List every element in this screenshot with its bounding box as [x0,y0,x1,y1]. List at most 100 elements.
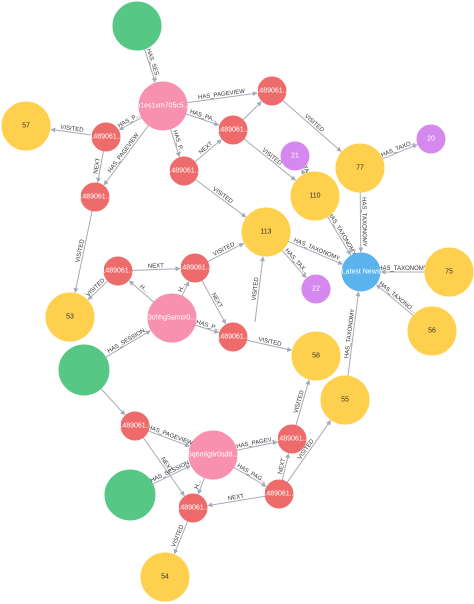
edge-u2-pv6[interactable]: H... [128,280,155,303]
edge-line [207,242,245,263]
node-session-s1[interactable] [112,1,162,51]
edge-p75-news[interactable]: HAS_TAXONOMY [378,266,428,275]
edge-p110-news[interactable]: HAS_TAXONOMY [326,211,357,257]
node-taxonomy-t22[interactable]: 22 [301,274,331,304]
node-pageview-pv1[interactable]: 1489061... [255,76,289,106]
node-user-u3[interactable]: 5q6mlg9r0sd8... [188,430,238,480]
edge-pv12-pv10[interactable]: NEXT [278,453,290,481]
edge-line [73,210,93,294]
edge-pv5-pv2[interactable]: NEXT [194,139,222,163]
edge-line [194,178,247,218]
node-circle [138,81,188,131]
node-pageview-pv3[interactable]: 1489061... [89,122,123,152]
edge-line [242,101,262,121]
edge-u3-pv10[interactable]: HAS_PAGEV... [236,436,278,451]
edge-s2-u2[interactable]: HAS_SESSION [105,328,151,358]
node-label: 3chhg5amcr0... [148,315,196,322]
node-pageview-pv9[interactable]: 1489061... [118,411,152,441]
node-page-p75[interactable]: 75 [424,247,474,297]
edge-pv13-p113[interactable]: VISITED [252,256,265,323]
edge-label: HAS_PAGEV... [236,436,277,450]
node-pageview-pv10[interactable]: 1489061... [275,424,309,454]
edge-pv6-pv7[interactable]: NEXT [131,263,181,272]
node-pageview-pv7[interactable]: 1489061... [178,253,212,283]
node-pageview-pv6[interactable]: 1489061... [101,256,135,286]
edge-s2-pv9[interactable] [100,388,126,416]
edge-p77-t20[interactable]: HAS_TAXO... [380,139,418,160]
node-section-news[interactable]: Latest News [341,252,381,292]
edge-s1-u1[interactable]: HAS_SES... [143,48,161,83]
edge-pv9-u3[interactable]: HAS_PAGEVIEW [147,425,194,448]
edge-pv10-p58[interactable]: VISITED [293,379,311,426]
node-page-p53[interactable]: 53 [45,292,95,342]
edge-line [295,379,311,426]
edge-u2-pv7[interactable]: H... [178,281,190,297]
edge-label: VISITED [75,238,86,263]
edge-pv3-p57[interactable]: VISITED [50,125,93,136]
edge-line [382,144,418,160]
node-user-u2[interactable]: 3chhg5amcr0... [147,293,197,343]
node-page-p77[interactable]: 77 [335,143,385,193]
node-user-u1[interactable]: n1es1vm705c5... [136,81,190,131]
edge-line [128,280,155,303]
edge-pv2-pv1[interactable] [242,101,262,121]
node-label: 57 [22,123,30,130]
node-circle [241,207,291,257]
edge-pv12-pv11[interactable]: NEXT [207,494,266,508]
edge-u1-pv5[interactable]: HAS_P... [169,128,184,158]
node-taxonomy-t21[interactable]: 21 [280,141,310,171]
node-page-p55[interactable]: 55 [320,375,370,425]
edge-pv11-p54[interactable]: VISITED [171,520,189,555]
node-page-p58[interactable]: 58 [291,331,341,381]
edge-p55-news[interactable]: HAS_TAXONOMY [344,291,361,377]
node-label: 1489061... [216,127,249,134]
node-page-p113[interactable]: 113 [241,207,291,257]
edge-pv7-pv8[interactable]: NEXT [201,280,227,325]
node-pageview-pv4[interactable]: 1489061... [78,182,112,212]
node-circle [320,375,370,425]
edge-u1-pv3[interactable]: HAS_P... [117,113,143,131]
node-pageview-pv5[interactable]: 1489061... [167,156,201,186]
node-label: Latest News [342,269,381,276]
node-circle [169,156,199,186]
node-circle [257,76,287,106]
node-pageview-pv2[interactable]: 1489061... [216,115,250,145]
node-page-p56[interactable]: 56 [407,306,457,356]
edge-pv8-p58[interactable]: VISITED [246,337,293,352]
edge-p77-news[interactable]: HAS_TAXONOMY [358,191,367,253]
edge-u1-pv2[interactable]: HAS_PA... [185,109,220,127]
edge-p113-t22[interactable]: HAS_TAX... [281,248,309,279]
edge-pv4-p53[interactable]: VISITED [73,210,93,294]
node-page-p57[interactable]: 57 [1,101,51,151]
node-page-p54[interactable]: 54 [140,552,190,602]
node-session-s2[interactable] [58,344,110,396]
edge-u2-pv8[interactable]: HAS_P... [194,320,220,334]
edge-pv5-p113[interactable]: VISITED [194,178,247,218]
node-pageview-pv11[interactable]: 1489061... [176,493,210,523]
node-circle [180,253,210,283]
node-label: 1489061... [275,436,308,443]
node-circle [45,292,95,342]
node-circle [147,293,197,343]
node-page-p110[interactable]: 110 [290,171,340,221]
edge-label: HAS_TAXONOMY [344,309,356,359]
edge-label: VISITED [261,148,283,168]
edge-pv7-p113[interactable]: VISITED [207,242,245,263]
edge-u1-pv1[interactable]: HAS_PAGEVIEW [186,89,258,104]
edge-line [233,466,267,487]
edge-pv6-p53[interactable]: VISITED [85,277,109,301]
node-pageview-pv8[interactable]: 1489061... [216,322,250,352]
node-pageview-pv12[interactable]: 1489061... [262,479,296,509]
edge-u3-pv12[interactable]: HAS_PAG... [233,463,268,487]
node-label: 58 [312,353,320,360]
node-taxonomy-t20[interactable]: 20 [416,124,446,154]
node-label: 1489061... [101,268,134,275]
edge-label: NEXT [210,292,223,309]
node-session-s3[interactable] [104,469,156,521]
edge-p56-news[interactable]: HAS_TAXONO... [375,281,417,317]
edge-u3-pv11[interactable]: H... [194,477,205,495]
node-label: 113 [260,229,271,236]
edge-pv3-pv4[interactable]: NEXT [93,150,104,183]
edge-label: HAS_TAXONOMY [292,238,340,263]
